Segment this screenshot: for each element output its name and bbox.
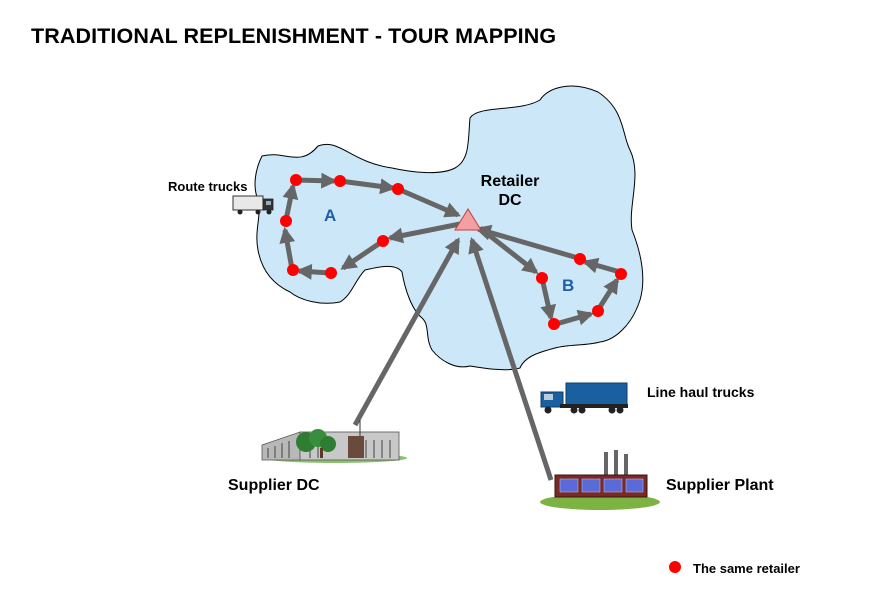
- legend-retailer-dot: [669, 561, 681, 573]
- retailer-dots: [280, 174, 627, 330]
- retailer-dc-triangle-icon: [454, 208, 482, 231]
- supplier-plant-factory-icon: [540, 450, 660, 510]
- route-trucks-label: Route trucks: [168, 179, 248, 194]
- tour-a-arrows: [279, 172, 461, 280]
- supplier-dc-label: Supplier DC: [228, 477, 320, 494]
- supplier-plant-label: Supplier Plant: [666, 477, 774, 494]
- legend-retailer-label: The same retailer: [693, 561, 800, 576]
- region-a-label: A: [324, 206, 337, 225]
- retailer-dc-label-line1: Retailer: [480, 173, 540, 190]
- region-b-label: B: [562, 276, 575, 295]
- route-truck-icon: [232, 195, 274, 215]
- line-haul-arrows: [352, 236, 554, 481]
- tour-b-arrows: [474, 224, 621, 327]
- supplier-dc-building-icon: [261, 420, 407, 463]
- line-haul-trucks-label: Line haul trucks: [647, 384, 755, 400]
- page-title: TRADITIONAL REPLENISHMENT - TOUR MAPPING: [31, 24, 557, 48]
- retailer-dc-label-line2: DC: [498, 192, 522, 209]
- retailer-dc-label: Retailer DC: [470, 172, 550, 210]
- line-haul-truck-icon: [540, 382, 628, 414]
